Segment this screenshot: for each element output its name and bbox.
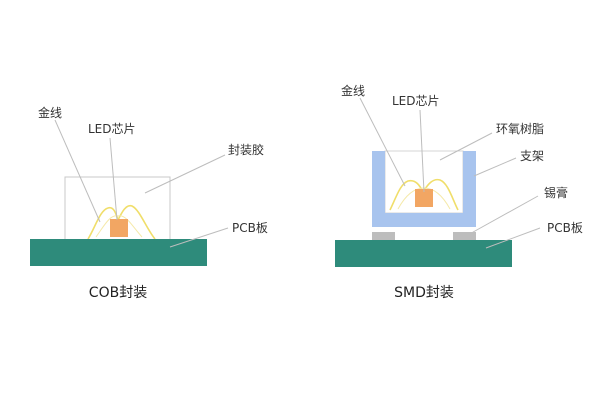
smd-solder-paste-label: 锡膏	[544, 185, 568, 200]
cob-gold-wire-leader	[54, 119, 101, 223]
cob-pcb-board	[30, 239, 207, 266]
smd-bracket-label: 支架	[520, 149, 544, 163]
cob-caption: COB封装	[89, 285, 147, 301]
smd-bracket	[372, 151, 476, 227]
smd-bracket-leader	[473, 157, 517, 177]
smd-pcb-label: PCB板	[547, 221, 583, 235]
cob-led-chip-label: LED芯片	[88, 122, 136, 136]
cob-pcb-label: PCB板	[232, 221, 268, 235]
cob-encapsulant-label: 封装胶	[228, 142, 264, 157]
smd-solder-paste-left	[372, 232, 395, 240]
smd-gold-wire-label: 金线	[341, 83, 365, 98]
smd-pcb-board	[335, 240, 512, 267]
smd-gold-wire-left	[389, 179, 424, 211]
cob-light-glow	[95, 215, 143, 238]
cob-gold-wire-label: 金线	[38, 105, 62, 120]
cob-encapsulant-leader	[144, 154, 226, 194]
smd-caption: SMD封装	[394, 285, 454, 301]
smd-led-chip-leader	[419, 109, 425, 193]
cob-gold-wire-right	[117, 204, 156, 240]
smd-pcb-leader	[485, 227, 541, 249]
smd-solder-paste-right	[453, 232, 476, 240]
cob-led-chip	[110, 219, 128, 237]
smd-epoxy-label: 环氧树脂	[496, 121, 544, 136]
smd-gold-wire-right	[422, 178, 459, 211]
smd-epoxy-leader	[439, 132, 493, 161]
cob-pcb-leader	[169, 227, 229, 248]
cob-led-chip-leader	[109, 137, 118, 221]
smd-led-chip-label: LED芯片	[392, 94, 440, 108]
smd-solder-paste-leader	[465, 195, 539, 237]
smd-package: 金线 LED芯片 环氧树脂 支架 锡膏 PCB板 SMD封装	[335, 83, 583, 301]
smd-led-chip	[415, 189, 433, 207]
smd-gold-wire-leader	[359, 97, 406, 187]
cob-package: 金线 LED芯片 封装胶 PCB板 COB封装	[30, 105, 268, 301]
